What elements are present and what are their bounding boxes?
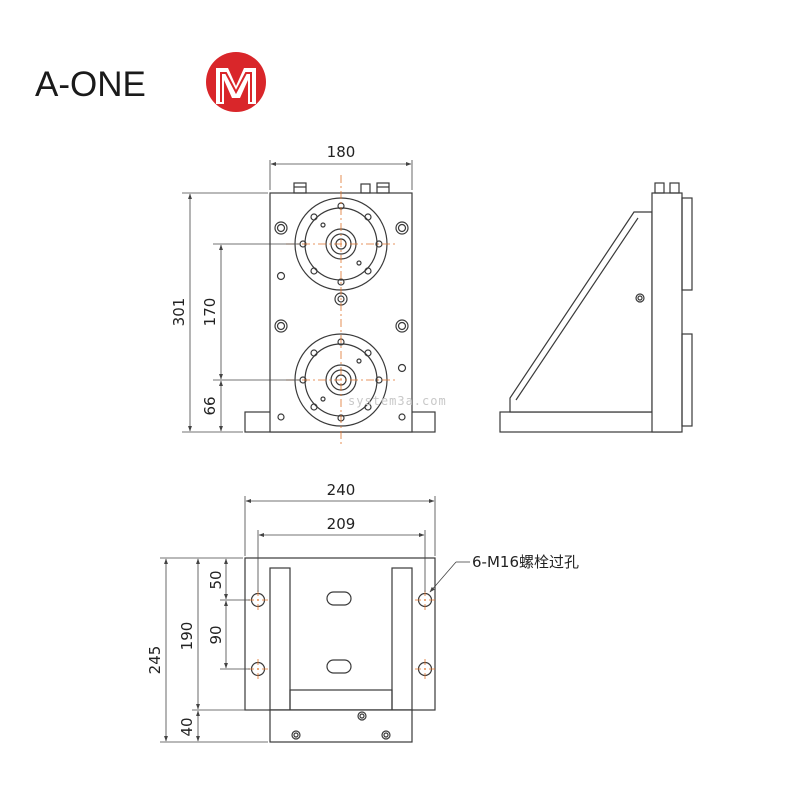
- top-dimensions: [160, 496, 470, 743]
- brand-name: A-ONE: [35, 65, 146, 104]
- dim-top-outer-width: 240: [327, 481, 356, 499]
- front-dimensions: [182, 160, 413, 433]
- side-chuck-upper: [681, 197, 693, 291]
- dim-front-spacing: 170: [201, 298, 219, 327]
- side-view: [499, 182, 693, 433]
- dim-top-hole-span: 209: [327, 515, 356, 533]
- brand-header: A-ONE: [35, 52, 266, 112]
- dim-top-hole-pitch: 90: [207, 625, 225, 644]
- front-top-fittings: [293, 182, 390, 194]
- side-main-plate: [651, 192, 683, 433]
- dim-front-height: 301: [170, 298, 188, 327]
- dim-top-mid: 190: [178, 622, 196, 651]
- front-centerlines: [286, 175, 396, 445]
- brand-logo-icon: [206, 52, 266, 112]
- callout-bolt-holes: 6-M16螺栓过孔: [472, 553, 579, 571]
- dim-top-bottom: 40: [178, 717, 196, 736]
- side-chuck-lower: [681, 333, 693, 427]
- top-view: [244, 557, 436, 743]
- side-gusset: [509, 211, 653, 413]
- watermark-text: system3a.com: [348, 394, 447, 408]
- front-view: [244, 175, 436, 445]
- dim-top-height: 245: [146, 646, 164, 675]
- top-base-plate: [244, 557, 436, 711]
- dim-front-width: 180: [327, 143, 356, 161]
- dim-top-upper: 50: [207, 570, 225, 589]
- top-centerlines: [248, 590, 435, 679]
- slot-lower: [326, 659, 352, 674]
- top-front-plate: [269, 709, 413, 743]
- slot-upper: [326, 591, 352, 606]
- dim-front-bottom: 66: [201, 396, 219, 415]
